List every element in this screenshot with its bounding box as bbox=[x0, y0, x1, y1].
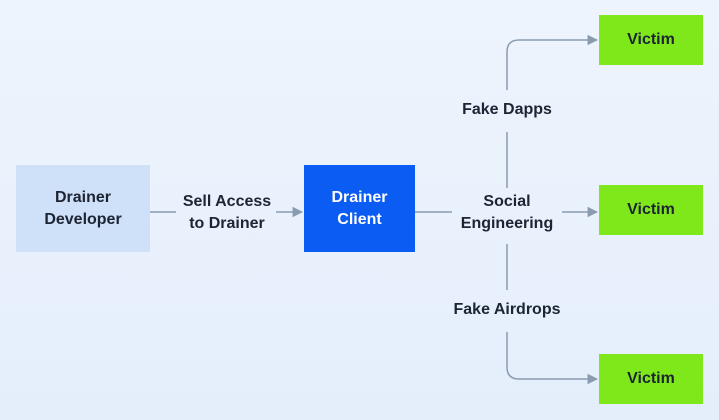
victim-node-middle: Victim bbox=[599, 185, 703, 235]
arrow-to-victim-bottom bbox=[506, 332, 599, 385]
fake-airdrops-label: Fake Airdrops bbox=[453, 301, 561, 318]
fake-dapps-label: Fake Dapps bbox=[462, 101, 552, 118]
sell-access-label: Sell Access to Drainer bbox=[182, 193, 272, 232]
arrow-to-victim-top bbox=[506, 34, 599, 90]
victim-node-top: Victim bbox=[599, 15, 703, 65]
social-engineering-label: Social Engineering bbox=[460, 193, 554, 232]
drainer-developer-node: Drainer Developer bbox=[16, 165, 150, 252]
victim-node-bottom: Victim bbox=[599, 354, 703, 404]
drainer-client-node: Drainer Client bbox=[304, 165, 415, 252]
